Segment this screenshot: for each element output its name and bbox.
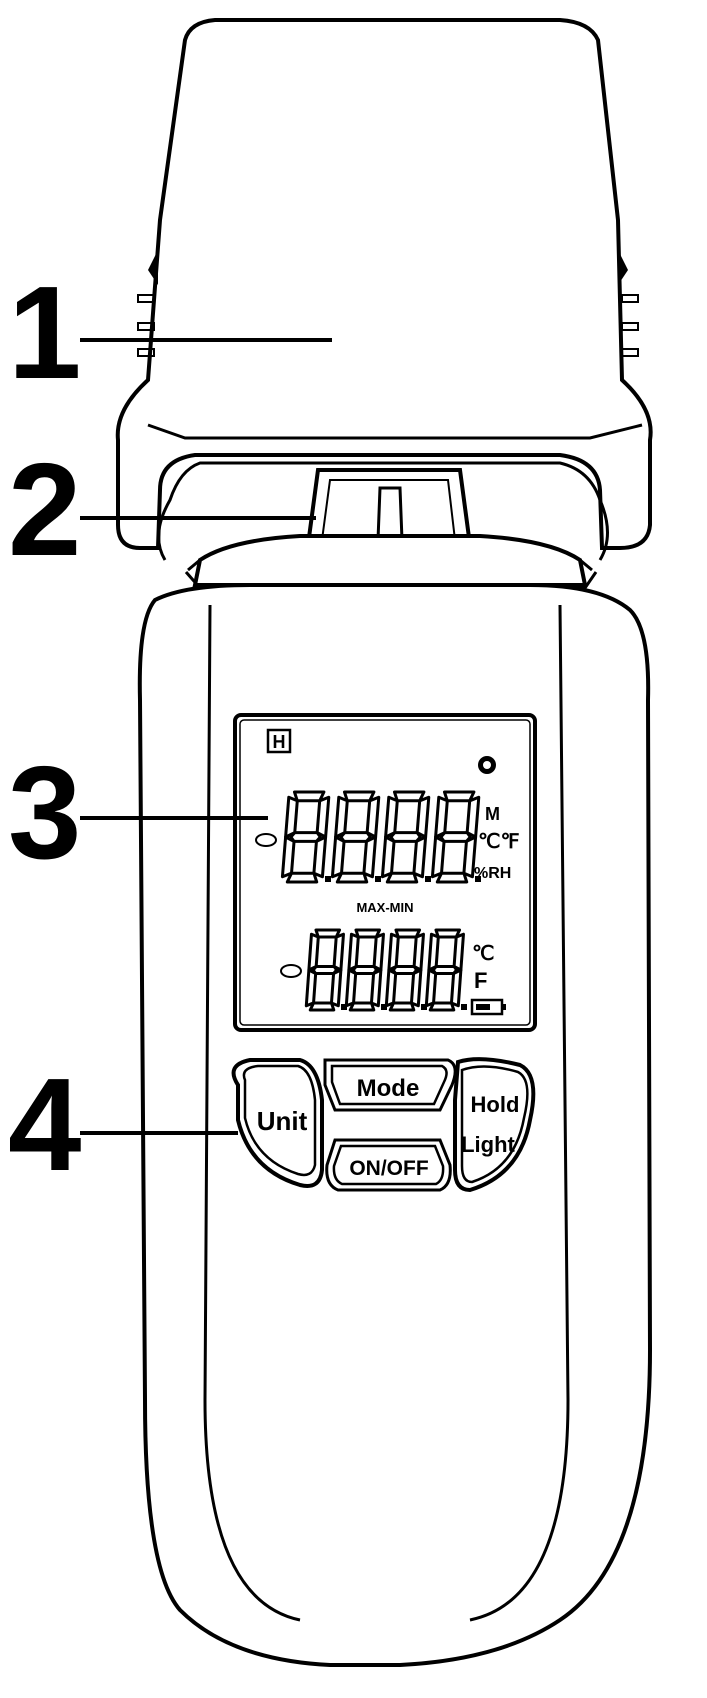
upper-unit-m: M (485, 804, 500, 824)
callout-2-number: 2 (8, 436, 81, 583)
upper-readout (280, 790, 481, 884)
hold-light-button[interactable]: Hold Light (460, 1065, 529, 1184)
hold-indicator: H (273, 732, 286, 752)
upper-unit-temp: ℃℉ (478, 831, 520, 853)
callout-2: 2 (8, 436, 316, 583)
lower-minus-sign (280, 964, 302, 978)
upper-digit-4 (430, 790, 481, 884)
callout-4-number: 4 (8, 1051, 81, 1198)
button-pad: Unit Mode Hold Light ON/OFF (231, 1057, 536, 1193)
battery-icon (470, 998, 506, 1016)
lower-digit-1 (304, 928, 347, 1012)
auto-off-icon (478, 756, 496, 774)
callout-1: 1 (8, 259, 332, 406)
upper-minus-sign (255, 833, 277, 847)
unit-button[interactable]: Unit (242, 1064, 317, 1177)
lower-readout (304, 928, 467, 1012)
upper-digit-1 (280, 790, 331, 884)
callout-4: 4 (8, 1051, 238, 1198)
upper-unit-rh: %RH (474, 865, 511, 882)
hold-button-label: Hold (471, 1092, 520, 1117)
lower-digit-3 (384, 928, 427, 1012)
max-min-label: MAX-MIN (356, 900, 413, 915)
upper-digit-3 (380, 790, 431, 884)
mode-button-label: Mode (357, 1075, 420, 1102)
protective-cap (115, 18, 653, 561)
lower-digit-4 (424, 928, 467, 1012)
upper-digit-2 (330, 790, 381, 884)
unit-button-label: Unit (257, 1106, 308, 1136)
callout-3: 3 (8, 739, 268, 886)
callout-1-number: 1 (8, 259, 81, 406)
onoff-button[interactable]: ON/OFF (332, 1144, 445, 1186)
onoff-button-label: ON/OFF (349, 1157, 428, 1180)
lower-unit-f: F (474, 968, 487, 993)
callout-3-number: 3 (8, 739, 81, 886)
lcd-screen: H M ℃℉ %RH MAX-MIN ℃ F (233, 713, 537, 1032)
sensor-probe (305, 468, 473, 547)
lower-unit-c: ℃ (472, 943, 494, 965)
mode-button[interactable]: Mode (330, 1064, 448, 1106)
lower-digit-2 (344, 928, 387, 1012)
light-button-label: Light (461, 1132, 515, 1157)
